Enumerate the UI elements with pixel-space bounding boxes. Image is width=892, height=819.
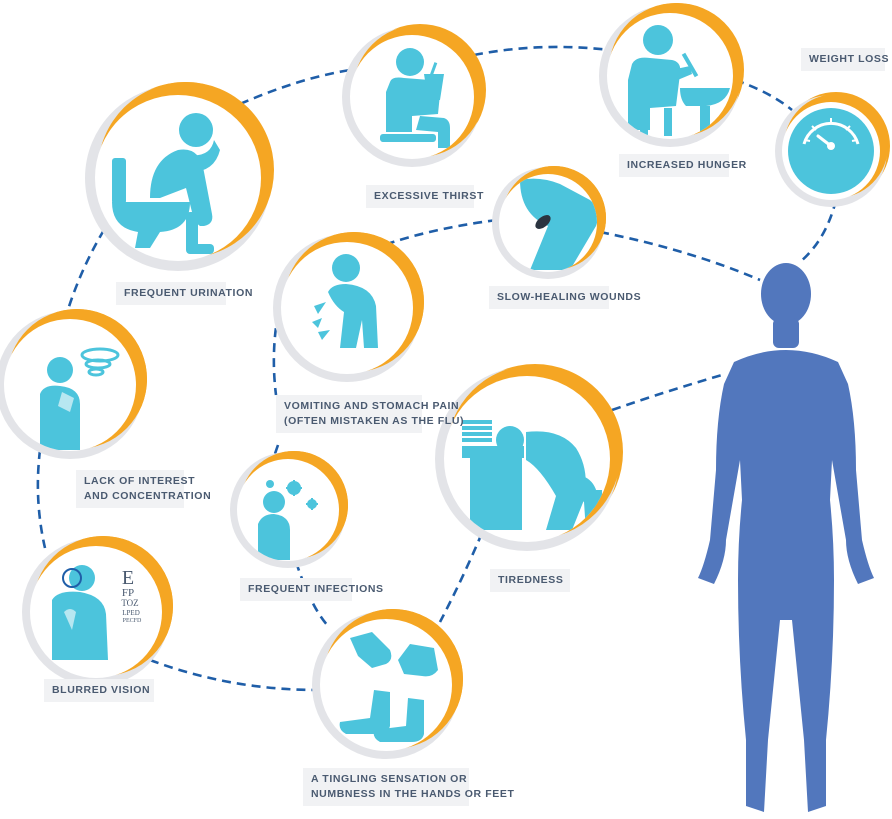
label-excessive-thirst: EXCESSIVE THIRST: [366, 185, 484, 208]
symptom-weight-loss: [775, 92, 890, 207]
label-text-line2: (OFTEN MISTAKEN AS THE FLU): [284, 415, 465, 427]
label-text: SLOW-HEALING WOUNDS: [497, 291, 642, 303]
confused-person-icon: [40, 347, 120, 450]
wounded-arm-icon: [520, 178, 597, 270]
hands-feet-icon: [339, 632, 438, 742]
eye-chart-row-3: TOZ: [121, 598, 138, 608]
label-text-line1: A TINGLING SENSATION OR: [311, 773, 468, 785]
symptom-slow-healing-wounds: [492, 166, 606, 279]
label-text: INCREASED HUNGER: [627, 159, 747, 171]
label-text: BLURRED VISION: [52, 684, 151, 696]
label-text: WEIGHT LOSS: [809, 53, 890, 65]
label-tiredness: TIREDNESS: [490, 569, 570, 592]
label-lack-of-interest: LACK OF INTEREST AND CONCENTRATION: [76, 470, 212, 508]
symptom-tiredness: [435, 364, 623, 551]
label-increased-hunger: INCREASED HUNGER: [619, 154, 747, 177]
symptom-increased-hunger: [599, 3, 744, 147]
label-tingling-numbness: A TINGLING SENSATION OR NUMBNESS IN THE …: [303, 768, 515, 806]
label-vomiting-stomach-pain: VOMITING AND STOMACH PAIN (OFTEN MISTAKE…: [276, 395, 465, 433]
label-text-line2: AND CONCENTRATION: [84, 490, 212, 502]
label-text-line2: NUMBNESS IN THE HANDS OR FEET: [311, 788, 515, 800]
eye-chart-row-2: FP: [122, 587, 134, 599]
symptom-lack-of-interest: [0, 309, 147, 459]
vomiting-person-icon: [312, 254, 378, 348]
symptom-vomiting-stomach-pain: [273, 232, 424, 382]
label-text: FREQUENT INFECTIONS: [248, 583, 384, 595]
symptom-excessive-thirst: [342, 24, 486, 167]
toilet-person-icon: [112, 113, 220, 254]
eye-chart: E FP TOZ LPED PECFD: [121, 567, 142, 624]
eye-test-person-icon: [52, 565, 108, 660]
label-text-line1: LACK OF INTEREST: [84, 475, 196, 487]
label-weight-loss: WEIGHT LOSS: [801, 48, 890, 71]
label-frequent-infections: FREQUENT INFECTIONS: [240, 578, 384, 601]
symptom-frequent-infections: [230, 451, 348, 568]
label-text: EXCESSIVE THIRST: [374, 190, 484, 202]
label-text: FREQUENT URINATION: [124, 287, 254, 299]
scale-gauge-icon: [788, 108, 874, 194]
label-frequent-urination: FREQUENT URINATION: [116, 282, 254, 305]
label-blurred-vision: BLURRED VISION: [44, 679, 154, 702]
symptom-frequent-urination: [85, 82, 274, 271]
label-text: TIREDNESS: [498, 574, 564, 586]
eye-chart-row-4: LPED: [122, 609, 140, 617]
human-body-silhouette: [698, 263, 874, 812]
drinking-person-icon: [380, 48, 450, 148]
sneezing-person-icon: [258, 480, 318, 560]
eye-chart-row-1: E: [122, 567, 134, 589]
label-text-line1: VOMITING AND STOMACH PAIN: [284, 400, 460, 412]
eye-chart-row-5: PECFD: [123, 618, 142, 624]
label-slow-healing-wounds: SLOW-HEALING WOUNDS: [489, 286, 642, 309]
eating-person-icon: [628, 25, 730, 136]
symptom-tingling-numbness: [312, 609, 463, 759]
symptom-blurred-vision: E FP TOZ LPED PECFD: [22, 536, 173, 686]
